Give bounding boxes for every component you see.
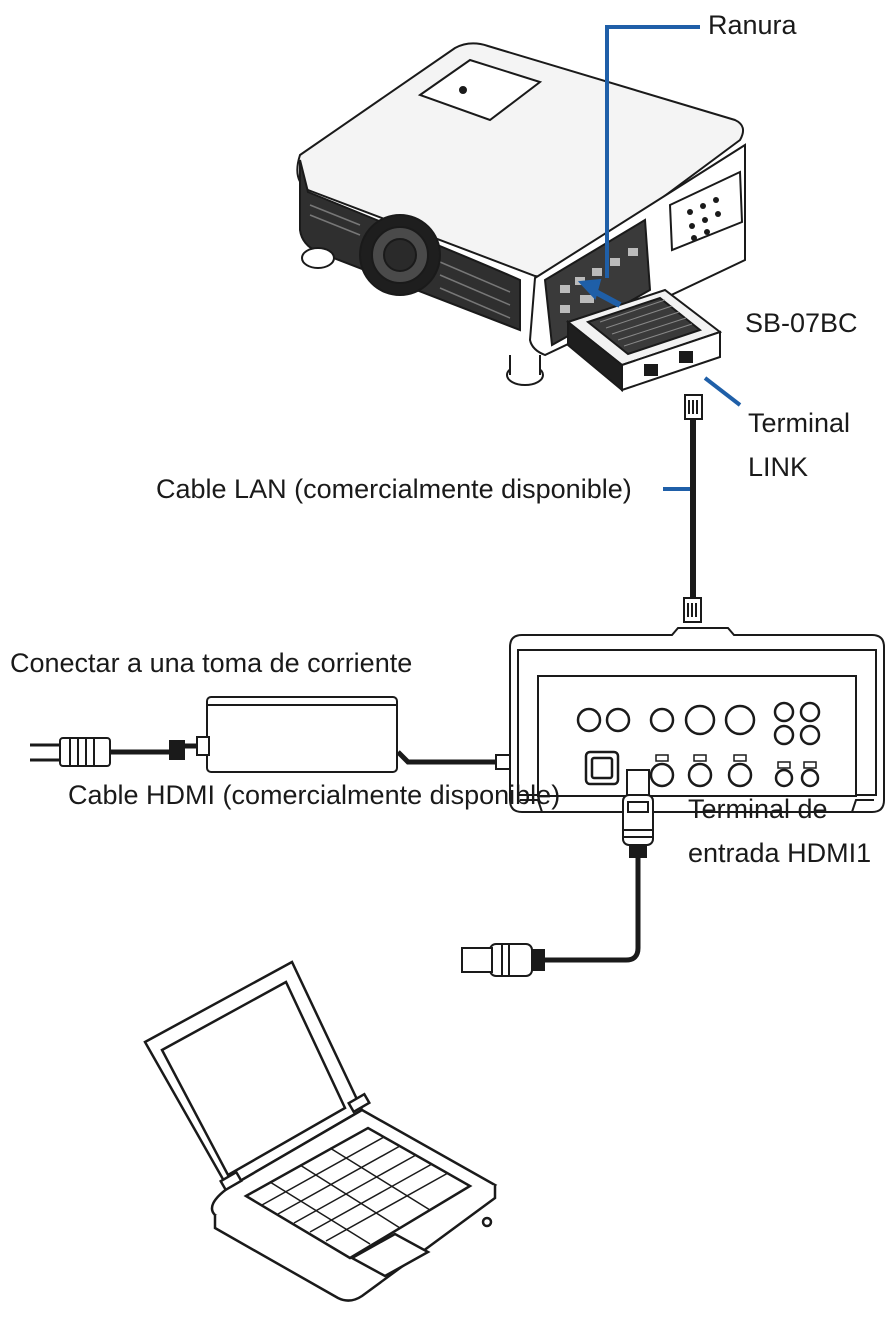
label-hdmi-terminal-line2: entrada HDMI1 [688,838,872,868]
label-slot: Ranura [708,10,797,40]
projector-icon [296,42,746,386]
label-link-terminal-line2: LINK [748,452,809,482]
rj45-plug-icon [684,394,703,420]
insertion-arrow-head [577,278,602,300]
hdmi-cable [461,769,654,977]
ac-plug-icon [30,737,111,767]
lan-cable [683,394,703,623]
rj45-plug-icon [683,597,702,623]
hdmi-plug-icon [461,943,545,977]
label-hdmi-terminal-line1: Terminal de [688,794,828,824]
hdbaset-receiver-icon [509,627,885,813]
power-adapter-icon [196,696,398,773]
label-sb-07bc: SB-07BC [745,308,858,338]
label-lan-cable: Cable LAN (comercialmente disponible) [156,474,632,504]
slot-leader-line [605,25,700,278]
power-adapter-group [30,696,511,773]
label-hdmi-cable: Cable HDMI (comercialmente disponible) [68,780,561,810]
sb-07bc-board-icon [565,288,723,393]
label-link-terminal-line1: Terminal [748,408,851,438]
label-power-outlet: Conectar a una toma de corriente [10,648,413,678]
hdmi-plug-icon [622,769,654,858]
laptop-icon [143,960,498,1302]
board-leader-line [703,376,742,407]
